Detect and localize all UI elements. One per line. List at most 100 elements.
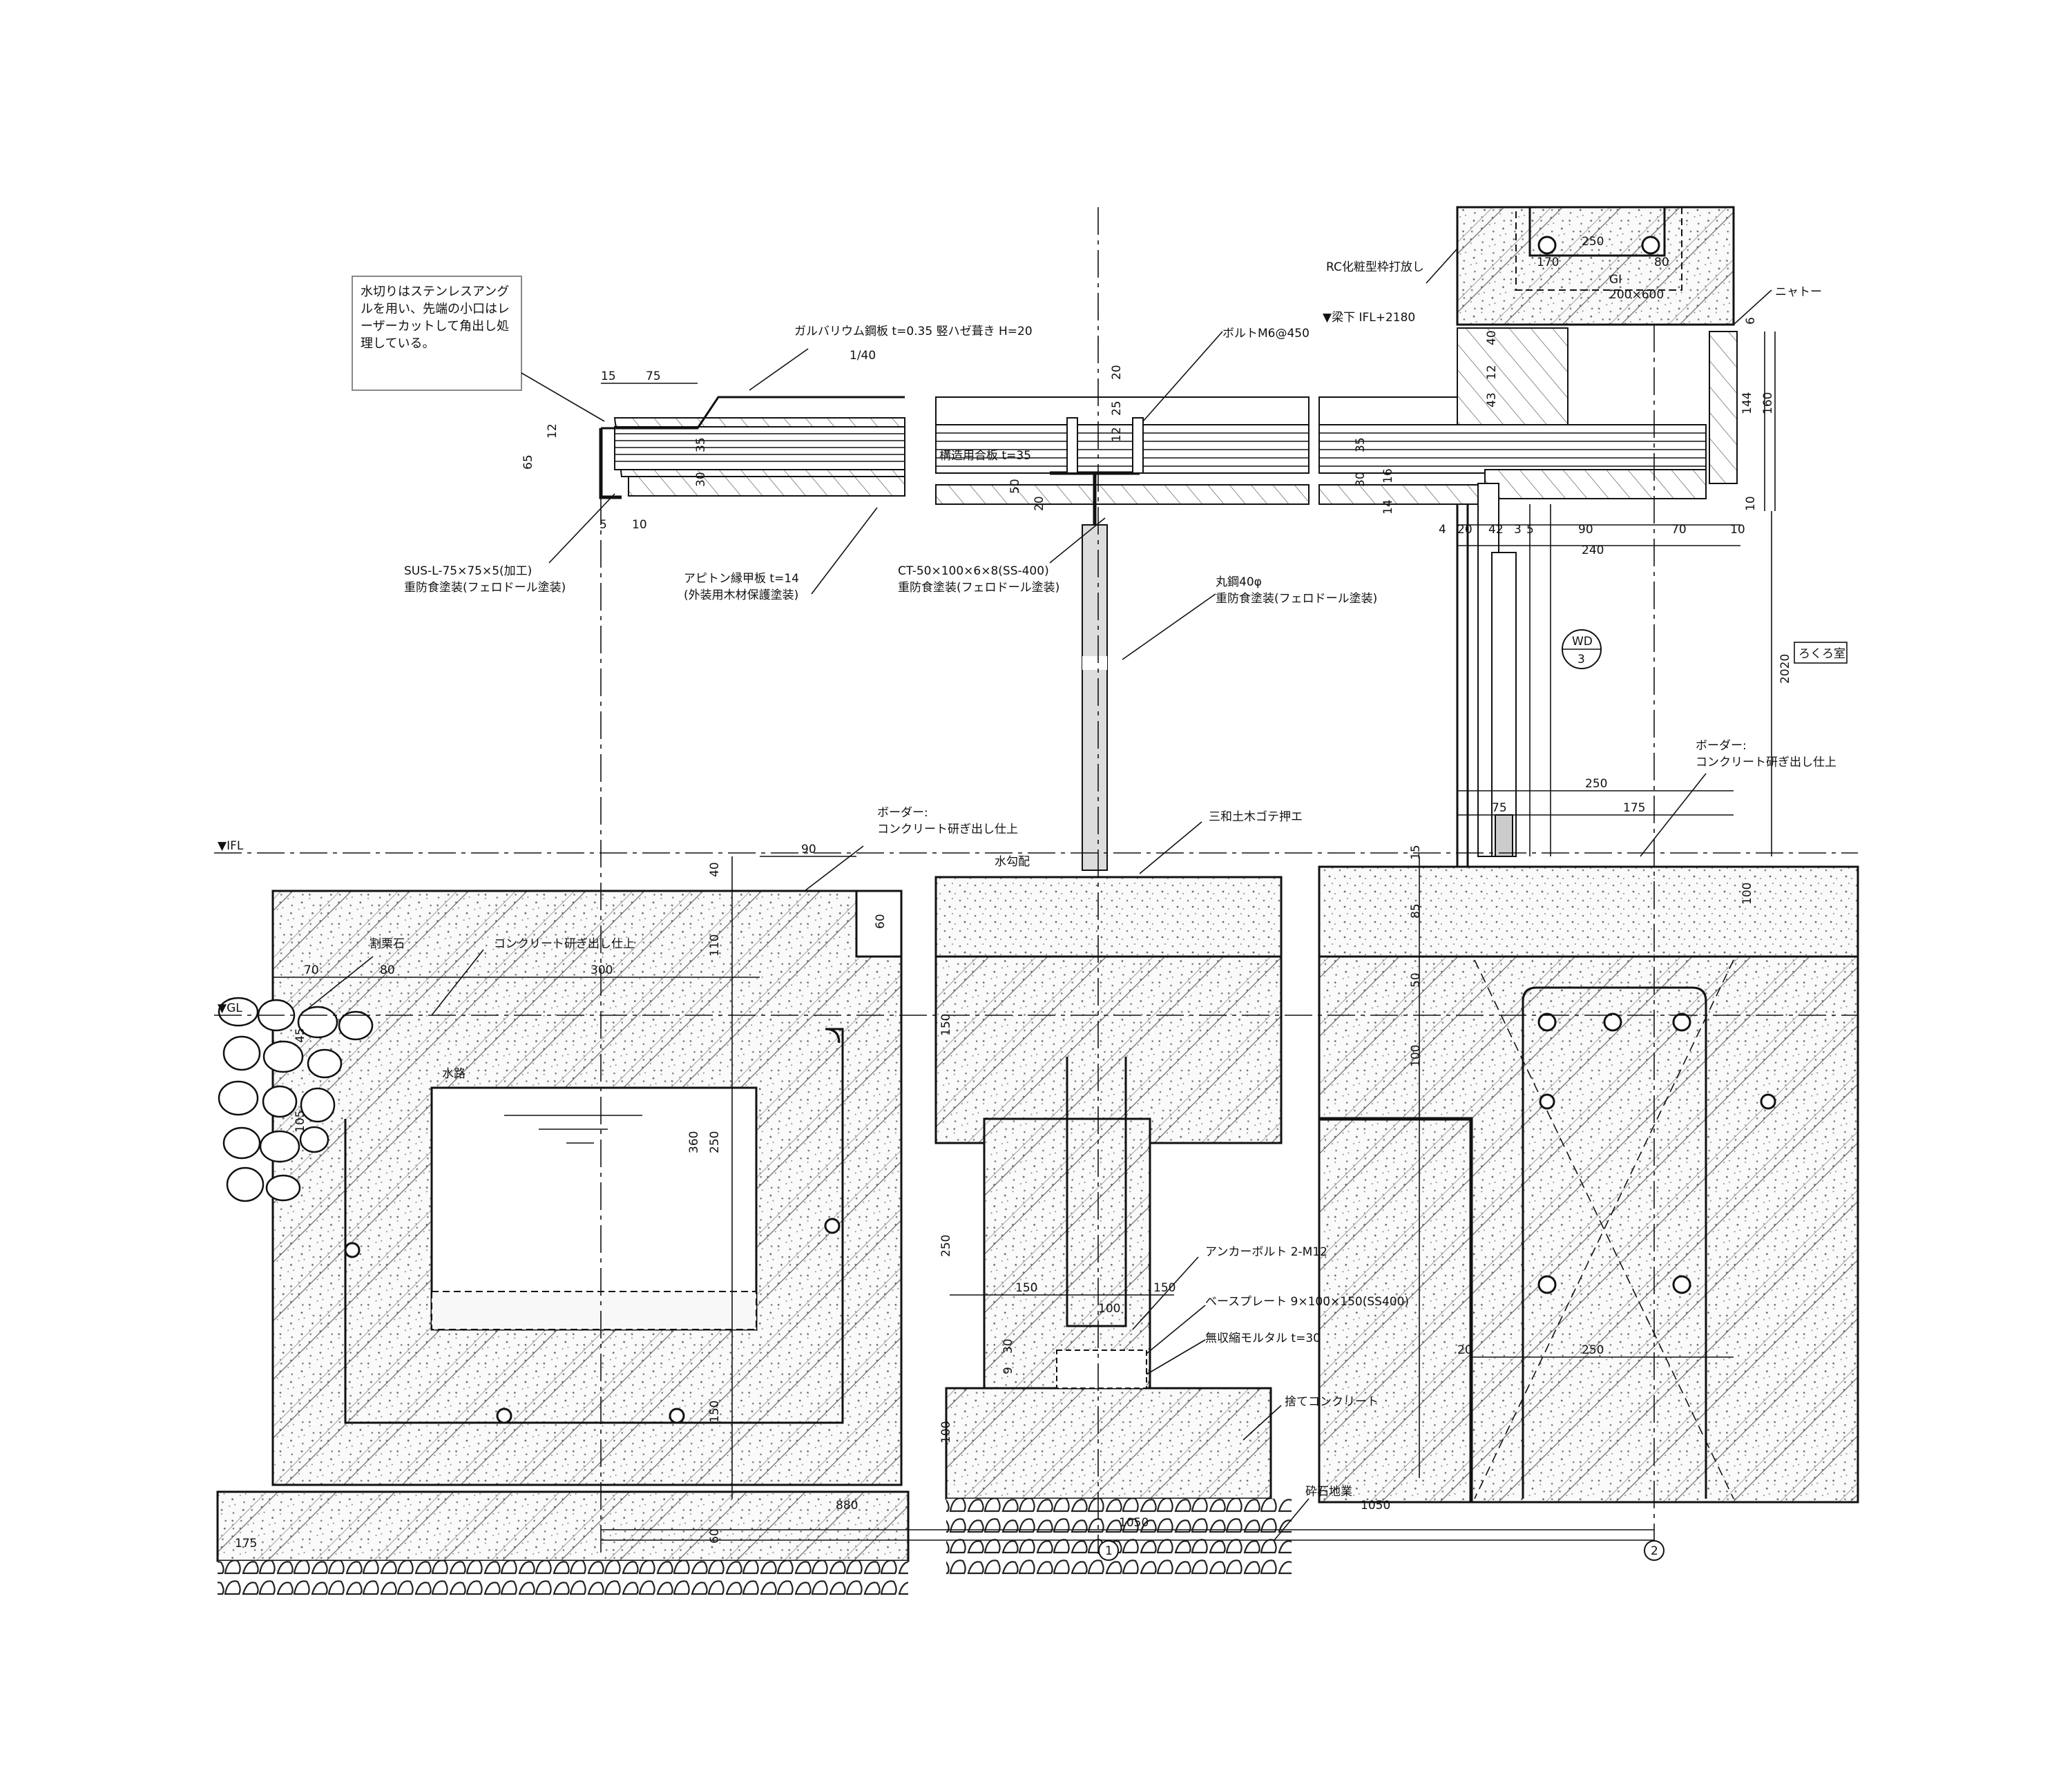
label-sanwa: 三和土木ゴテ押エ (1209, 809, 1303, 824)
label-gi-2: 200×600 (1609, 288, 1664, 302)
label-ct-2: 重防食塗装(フェロドール塗装) (898, 580, 1059, 595)
dim: 30 (1001, 1338, 1015, 1354)
label-gl: ▼GL (218, 1001, 242, 1015)
dim: 240 (1582, 544, 1604, 557)
dim: 35 (1354, 437, 1368, 452)
label-ifl: ▼IFL (218, 839, 244, 853)
label-round-steel-1: 丸鋼40φ (1216, 575, 1262, 589)
dim: 40 (708, 862, 722, 877)
wd-tag-bottom: 3 (1577, 653, 1585, 666)
grid-label-1: 1 (1105, 1544, 1113, 1558)
dim: 1050 (1119, 1516, 1149, 1530)
dim: 10 (1744, 496, 1758, 511)
wd-tag: WD 3 (1562, 629, 1602, 669)
dim: 25 (1110, 401, 1124, 416)
label-anchor-bolt: アンカーボルト 2-M12 (1205, 1245, 1327, 1259)
dim: 85 (1409, 903, 1423, 919)
dim: 15 (601, 369, 616, 383)
dim: 150 (1153, 1281, 1176, 1295)
label-border-mid-1: ボーダー: (877, 806, 928, 820)
dim: 80 (380, 963, 395, 977)
dim: 160 (1761, 392, 1775, 414)
dim: 250 (1585, 777, 1607, 791)
dim: 35 (694, 437, 708, 452)
dim: 20 (1033, 496, 1046, 511)
dim: 9 (1001, 1367, 1015, 1374)
wd-tag-top: WD (1572, 635, 1593, 649)
dim: 50 (1409, 972, 1423, 988)
dim: 15 (1409, 845, 1423, 860)
dim: 30 (1354, 472, 1368, 487)
dim: 105 (294, 1111, 307, 1133)
label-sus-angle-1: SUS-L-75×75×5(加工) (404, 564, 532, 578)
dim: 250 (939, 1235, 953, 1257)
label-sus-angle-2: 重防食塗装(フェロドール塗装) (404, 580, 566, 595)
dim: 3 (1514, 523, 1522, 537)
reference-lines (214, 207, 1858, 1561)
dim: 144 (1740, 392, 1754, 414)
label-rc-exposed: RC化粧型枠打放し (1326, 260, 1424, 274)
dim: 45 (294, 1028, 307, 1043)
dim: 6 (1744, 317, 1758, 325)
grid-label-2: 2 (1651, 1544, 1658, 1558)
dim: 250 (708, 1131, 722, 1153)
label-nyato: ニャトー (1775, 285, 1822, 299)
dim: 20 (1110, 365, 1124, 380)
dim: 12 (1110, 427, 1124, 442)
dim: 5 (1526, 523, 1534, 537)
dim: 100 (1098, 1302, 1120, 1316)
dim: 100 (1409, 1045, 1423, 1067)
dim: 42 (1488, 523, 1504, 537)
dim: 70 (304, 963, 319, 977)
label-apiton-2: (外装用木材保護塗装) (684, 588, 798, 602)
dim: 90 (1578, 523, 1593, 537)
label-border-right-1: ボーダー: (1696, 739, 1747, 753)
label-crushed-stone: 砕石地業 (1305, 1485, 1352, 1499)
dim: 150 (939, 1014, 953, 1036)
rubble-stones (218, 997, 374, 1202)
dim: 16 (1381, 468, 1395, 483)
label-wari-guri: 割栗石 (370, 937, 405, 951)
label-concrete-polished: コンクリート研ぎ出し仕上 (494, 937, 635, 951)
dim: 20 (1457, 523, 1473, 537)
label-waterway: 水路 (442, 1067, 466, 1081)
dim: 300 (591, 963, 613, 977)
dim: 10 (1730, 523, 1745, 537)
label-room: ろくろ室 (1798, 647, 1845, 661)
dim: 150 (1015, 1281, 1037, 1295)
dim: 1050 (1361, 1499, 1390, 1513)
dimension-lines (273, 332, 1776, 1499)
dim: 100 (1740, 883, 1754, 905)
note-text: 水切りはステンレスアングルを用い、先端の小口はレーザーカットして角出し処理してい… (361, 285, 510, 351)
dim: 30 (694, 472, 708, 487)
label-gi-1: GI (1609, 273, 1622, 287)
dim: 175 (235, 1537, 257, 1550)
dim: 4 (1439, 523, 1446, 537)
roof-eave (599, 327, 1738, 525)
label-bolt: ボルトM6@450 (1222, 327, 1310, 340)
dim: 60 (874, 914, 888, 929)
dim: 10 (632, 518, 647, 532)
dim: 43 (1485, 392, 1499, 407)
leader-lines (303, 248, 1772, 1541)
dim: 12 (1485, 365, 1499, 380)
dim: 150 (708, 1401, 722, 1423)
dim: 5 (599, 518, 607, 532)
label-lean-concrete: 捨てコンクリート (1285, 1395, 1379, 1409)
dim: 880 (836, 1499, 858, 1513)
label-galvalume: ガルバリウム鋼板 t=0.35 竪ハゼ葺き H=20 (794, 325, 1033, 338)
dim: 14 (1381, 499, 1395, 515)
label-round-steel-2: 重防食塗装(フェロドール塗装) (1216, 591, 1377, 606)
dim: 175 (1623, 801, 1645, 815)
dim: 40 (1485, 330, 1499, 345)
dim: 100 (939, 1421, 953, 1443)
label-structural-plywood: 構造用合板 t=35 (939, 449, 1031, 463)
dim: 2020 (1778, 654, 1792, 684)
dim: 90 (801, 843, 816, 856)
dim: 250 (1582, 1343, 1604, 1357)
dim: 75 (646, 369, 661, 383)
dim: 12 (546, 423, 559, 439)
label-water-slope: 水勾配 (995, 855, 1030, 869)
dim: 20 (1457, 1343, 1473, 1357)
